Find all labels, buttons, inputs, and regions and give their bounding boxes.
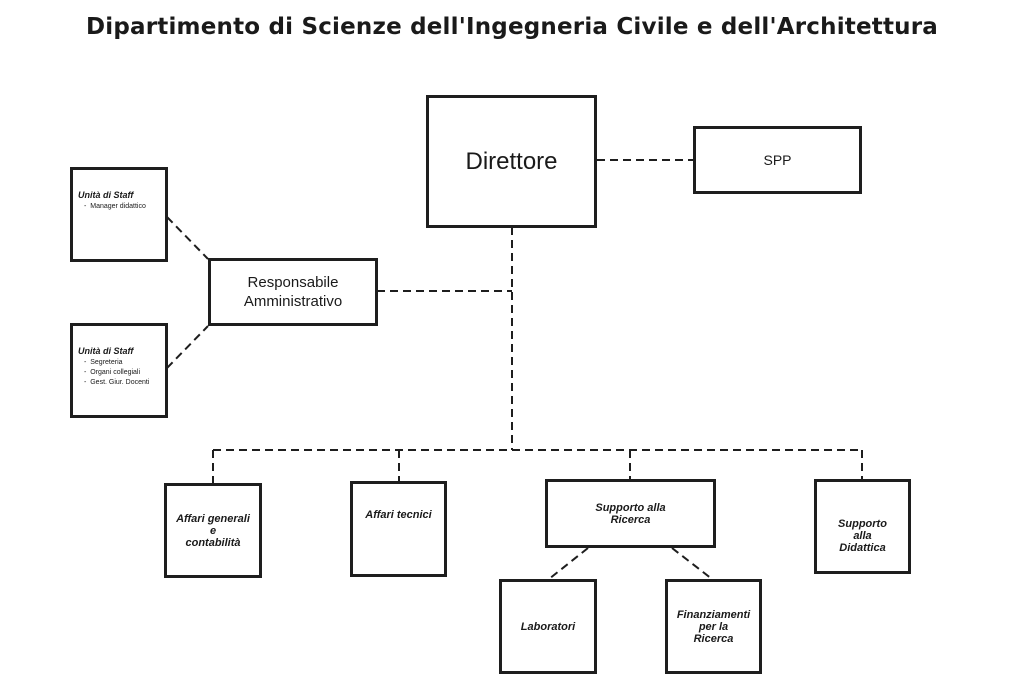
node-laboratori-label: Laboratori bbox=[520, 620, 576, 633]
node-responsabile-label: Responsabile Amministrativo bbox=[243, 274, 343, 310]
connector-laboratori bbox=[548, 547, 589, 580]
node-direttore-label: Direttore bbox=[465, 147, 558, 175]
node-staff-top: Unità di Staff Manager didattico bbox=[70, 167, 168, 262]
node-affari-generali-label: Affari generali e contabilità bbox=[176, 512, 250, 549]
node-direttore: Direttore bbox=[426, 95, 597, 228]
staff-bottom-item: Segreteria bbox=[84, 358, 161, 368]
node-staff-bottom: Unità di Staff Segreteria Organi collegi… bbox=[70, 323, 168, 418]
node-finanziamenti: Finanziamenti per la Ricerca bbox=[665, 579, 762, 674]
node-affari-generali: Affari generali e contabilità bbox=[164, 483, 262, 578]
node-responsabile-amministrativo: Responsabile Amministrativo bbox=[208, 258, 378, 326]
node-finanziamenti-label: Finanziamenti per la Ricerca bbox=[676, 608, 751, 645]
connector-staff-top bbox=[166, 216, 209, 260]
staff-bottom-item: Gest. Giur. Docenti bbox=[84, 378, 161, 388]
node-affari-tecnici-label: Affari tecnici bbox=[365, 509, 432, 521]
node-supporto-ricerca-label: Supporto alla Ricerca bbox=[595, 501, 666, 526]
staff-top-item: Manager didattico bbox=[84, 202, 161, 212]
node-affari-tecnici: Affari tecnici bbox=[350, 481, 447, 577]
staff-bottom-title: Unità di Staff bbox=[78, 346, 134, 356]
connector-finanziamenti bbox=[671, 547, 713, 580]
connector-staff-bottom bbox=[166, 325, 209, 369]
node-supporto-ricerca: Supporto alla Ricerca bbox=[545, 479, 716, 548]
node-laboratori: Laboratori bbox=[499, 579, 597, 674]
staff-top-list: Manager didattico bbox=[78, 202, 161, 212]
node-supporto-didattica-label: Supporto alla Didattica bbox=[838, 518, 887, 554]
page-title: Dipartimento di Scienze dell'Ingegneria … bbox=[85, 14, 939, 40]
staff-bottom-list: Segreteria Organi collegiali Gest. Giur.… bbox=[78, 358, 161, 388]
node-supporto-didattica: Supporto alla Didattica bbox=[814, 479, 911, 574]
staff-bottom-item: Organi collegiali bbox=[84, 368, 161, 378]
node-spp: SPP bbox=[693, 126, 862, 194]
staff-top-title: Unità di Staff bbox=[78, 190, 134, 200]
node-spp-label: SPP bbox=[763, 152, 792, 168]
